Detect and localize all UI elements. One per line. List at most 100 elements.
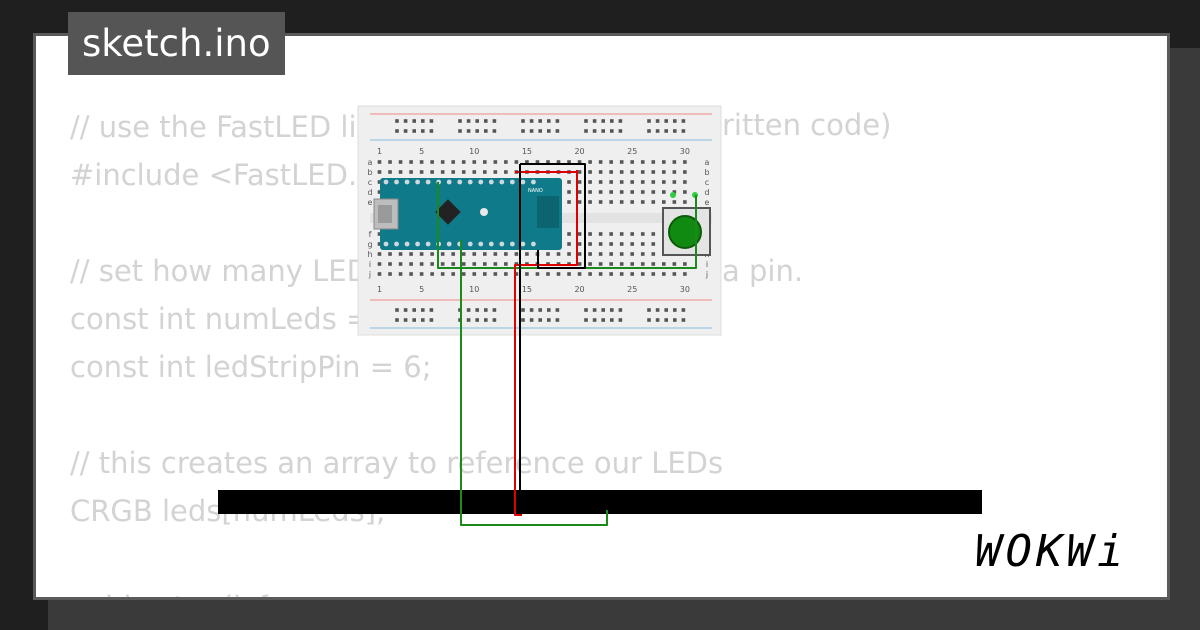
column-number: 15 xyxy=(522,147,532,156)
breadboard-hole xyxy=(655,129,660,133)
breadboard-hole xyxy=(647,119,651,123)
breadboard-hole xyxy=(521,318,525,322)
breadboard-hole xyxy=(492,318,497,322)
breadboard-hole xyxy=(484,129,488,133)
breadboard-hole xyxy=(514,252,519,256)
breadboard-hole xyxy=(398,262,403,266)
breadboard-hole xyxy=(412,119,416,123)
breadboard-hole xyxy=(388,272,392,276)
column-number: 10 xyxy=(469,285,479,294)
breadboard-hole xyxy=(377,272,382,276)
breadboard-hole xyxy=(662,190,666,194)
breadboard-hole xyxy=(651,160,656,164)
icsp-header xyxy=(537,196,559,228)
breadboard-hole xyxy=(588,200,592,204)
breadboard-hole xyxy=(458,119,462,123)
arduino-pins xyxy=(383,179,536,247)
breadboard-hole xyxy=(672,160,677,164)
breadboard-hole xyxy=(598,272,603,276)
breadboard-hole xyxy=(601,119,605,123)
breadboard-hole xyxy=(451,160,456,164)
breadboard-hole xyxy=(555,119,560,123)
breadboard-hole xyxy=(577,160,582,164)
column-number: 10 xyxy=(469,147,479,156)
breadboard-hole xyxy=(619,190,624,194)
breadboard-hole xyxy=(630,180,635,184)
breadboard-hole xyxy=(651,200,656,204)
column-number: 1 xyxy=(377,147,382,156)
breadboard-hole xyxy=(412,308,416,312)
arduino-pin xyxy=(509,241,515,247)
breadboard-hole xyxy=(651,252,656,256)
breadboard-hole xyxy=(598,232,603,236)
breadboard-hole xyxy=(419,252,424,256)
breadboard-hole xyxy=(475,308,479,312)
breadboard-hole xyxy=(483,252,487,256)
breadboard-hole xyxy=(588,272,592,276)
breadboard-hole xyxy=(529,119,534,123)
row-letter: i xyxy=(706,260,708,269)
breadboard-hole xyxy=(609,232,613,236)
led-strip xyxy=(218,490,982,514)
breadboard-hole xyxy=(640,170,645,174)
breadboard-hole xyxy=(504,160,508,164)
breadboard-hole xyxy=(556,272,561,276)
breadboard-hole xyxy=(421,308,425,312)
breadboard-hole xyxy=(672,200,677,204)
breadboard-hole xyxy=(555,129,560,133)
breadboard-hole xyxy=(492,119,497,123)
breadboard-hole xyxy=(598,190,603,194)
breadboard-hole xyxy=(409,252,413,256)
breadboard-hole xyxy=(388,262,392,266)
breadboard-hole xyxy=(421,129,425,133)
breadboard-hole xyxy=(472,272,477,276)
breadboard-hole xyxy=(492,308,497,312)
breadboard-hole xyxy=(492,129,497,133)
breadboard-hole xyxy=(529,318,534,322)
arduino-pin xyxy=(425,179,431,185)
breadboard-hole xyxy=(630,232,635,236)
breadboard-hole xyxy=(475,119,479,123)
breadboard-hole xyxy=(683,160,687,164)
breadboard-hole xyxy=(609,190,613,194)
breadboard-hole xyxy=(577,262,582,266)
breadboard-hole xyxy=(412,318,416,322)
breadboard-hole xyxy=(592,119,597,123)
breadboard-hole xyxy=(651,262,656,266)
breadboard-hole xyxy=(504,252,508,256)
breadboard-hole xyxy=(398,160,403,164)
arduino-pin xyxy=(383,241,389,247)
filename-tab: sketch.ino xyxy=(68,12,285,75)
breadboard-hole xyxy=(598,242,603,246)
breadboard-hole xyxy=(598,170,603,174)
breadboard-hole xyxy=(673,308,677,312)
breadboard-hole xyxy=(647,129,651,133)
breadboard-hole xyxy=(547,119,551,123)
breadboard-hole xyxy=(493,272,498,276)
breadboard-hole xyxy=(538,318,542,322)
breadboard-hole xyxy=(461,272,466,276)
breadboard-hole xyxy=(683,180,687,184)
breadboard-hole xyxy=(672,170,677,174)
breadboard-hole xyxy=(483,272,487,276)
breadboard-hole xyxy=(577,242,582,246)
breadboard-hole xyxy=(430,252,434,256)
breadboard-hole xyxy=(466,308,471,312)
breadboard-hole xyxy=(555,318,560,322)
breadboard-hole xyxy=(610,308,614,312)
breadboard-hole xyxy=(388,252,392,256)
breadboard-hole xyxy=(567,242,571,246)
breadboard-hole xyxy=(618,308,623,312)
breadboard-hole xyxy=(472,160,477,164)
breadboard-hole xyxy=(461,262,466,266)
breadboard-hole xyxy=(672,262,677,266)
column-number: 30 xyxy=(680,285,690,294)
red-wire-power xyxy=(514,170,578,516)
breadboard-hole xyxy=(440,262,445,266)
arduino-pin xyxy=(446,179,452,185)
row-letter: e xyxy=(368,198,373,207)
breadboard-hole xyxy=(655,308,660,312)
breadboard-hole xyxy=(475,318,479,322)
breadboard-hole xyxy=(451,262,456,266)
